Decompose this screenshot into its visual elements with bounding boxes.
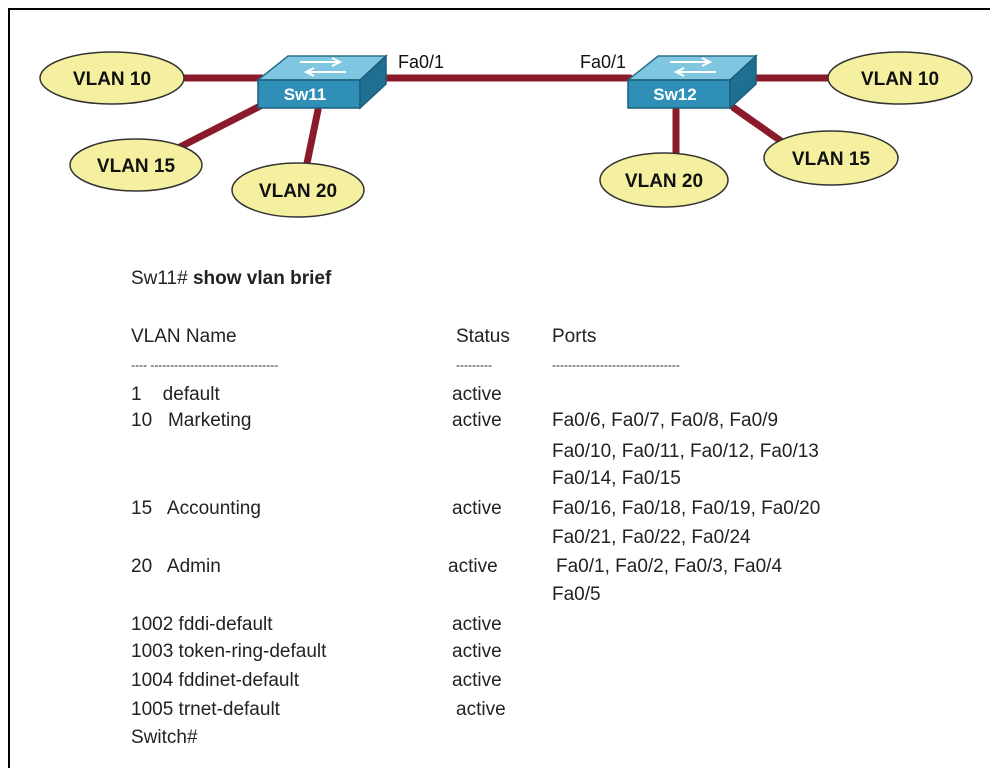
row-id-name: 20 Admin — [131, 556, 221, 577]
header-vlan-name: VLAN Name — [131, 326, 237, 347]
row-status: active — [452, 670, 502, 691]
vlan-10-left: VLAN 10 — [39, 51, 185, 105]
row-id-name: 10 Marketing — [131, 410, 252, 431]
vlan-label: VLAN 10 — [861, 69, 939, 90]
row-ports: Fa0/10, Fa0/11, Fa0/12, Fa0/13 — [552, 441, 819, 462]
row-id-name: 1 default — [131, 384, 220, 405]
cli-end-prompt: Switch# — [131, 727, 198, 748]
row-ports: Fa0/5 — [552, 584, 601, 605]
port-label-sw11: Fa0/1 — [398, 52, 444, 72]
vlan-15-left: VLAN 15 — [69, 138, 203, 192]
switch-label: Sw12 — [653, 85, 696, 104]
row-status: active — [452, 498, 502, 519]
link-sw12-vlan15 — [730, 104, 792, 150]
vlan-label: VLAN 10 — [73, 69, 151, 90]
row-id-name: 1005 trnet-default — [131, 699, 280, 720]
row-ports: Fa0/6, Fa0/7, Fa0/8, Fa0/9 — [552, 410, 779, 431]
links — [174, 74, 836, 172]
row-ports: Fa0/14, Fa0/15 — [552, 468, 681, 489]
row-status: active — [456, 699, 506, 720]
row-status: active — [452, 384, 502, 405]
dash-status: --------- — [456, 358, 492, 372]
dash-ports: -------------------------------- — [552, 358, 680, 372]
row-status: active — [448, 556, 498, 577]
network-topology: VLAN 10 VLAN 15 VLAN 20 VLAN 10 VLAN 15 … — [39, 51, 973, 218]
row-status: active — [452, 641, 502, 662]
cli-prompt: Sw11# — [131, 268, 188, 289]
vlan-15-right: VLAN 15 — [763, 130, 899, 186]
row-id-name: 15 Accounting — [131, 498, 261, 519]
link-sw11-vlan15 — [174, 98, 272, 152]
row-id-name: 1003 token-ring-default — [131, 641, 327, 662]
switch-icon: Sw11 — [255, 54, 388, 110]
figure-frame — [8, 8, 990, 768]
row-ports: Fa0/16, Fa0/18, Fa0/19, Fa0/20 — [552, 498, 821, 519]
vlan-20-right: VLAN 20 — [599, 152, 729, 208]
switch-icon: Sw12 — [625, 54, 758, 110]
header-ports: Ports — [552, 326, 597, 347]
header-status: Status — [456, 326, 510, 347]
vlan-label: VLAN 15 — [792, 149, 871, 170]
port-label-sw12: Fa0/1 — [580, 52, 626, 72]
vlan-label: VLAN 15 — [97, 156, 176, 177]
vlan-20-left: VLAN 20 — [231, 162, 365, 218]
row-status: active — [452, 410, 502, 431]
row-id-name: 1004 fddinet-default — [131, 670, 299, 691]
row-status: active — [452, 614, 502, 635]
link-sw11-vlan20 — [302, 106, 322, 172]
row-ports: Fa0/21, Fa0/22, Fa0/24 — [552, 527, 751, 548]
dash-vlan-name: ---- -------------------------------- — [131, 358, 279, 372]
row-id-name: 1002 fddi-default — [131, 614, 273, 635]
vlan-label: VLAN 20 — [259, 181, 337, 202]
switch-label: Sw11 — [284, 85, 327, 104]
row-ports: Fa0/1, Fa0/2, Fa0/3, Fa0/4 — [556, 556, 783, 577]
cli-command-line: Sw11# show vlan brief — [131, 268, 331, 290]
cli-command: show vlan brief — [192, 268, 332, 289]
vlan-label: VLAN 20 — [625, 171, 703, 192]
vlan-10-right: VLAN 10 — [827, 51, 973, 105]
